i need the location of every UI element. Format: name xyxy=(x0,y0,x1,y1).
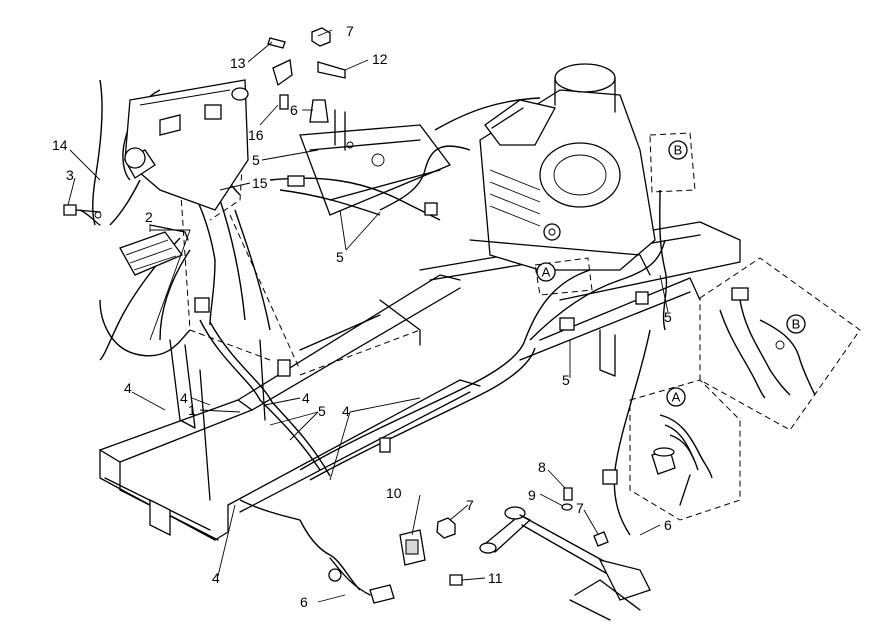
callout-15: 15 xyxy=(252,175,268,191)
engine-detail-markers xyxy=(534,132,696,296)
callout-5-top: 5 xyxy=(252,152,260,168)
callout-2: 2 xyxy=(145,209,153,225)
callout-4-mid: 4 xyxy=(302,390,310,406)
callout-10: 10 xyxy=(386,485,402,501)
detail-labels: A B B A xyxy=(536,140,806,407)
callout-4-bottom: 4 xyxy=(212,570,220,586)
callout-16: 16 xyxy=(248,127,264,143)
callout-3: 3 xyxy=(66,167,74,183)
relay-components xyxy=(328,517,463,604)
callout-5-mid: 5 xyxy=(318,403,326,419)
label-a-engine: A xyxy=(542,265,551,280)
seat-mount-bracket xyxy=(299,61,452,216)
callout-13: 13 xyxy=(230,55,246,71)
label-b-engine: B xyxy=(674,143,683,158)
callout-7-bottomright: 7 xyxy=(576,500,584,516)
leader-lines xyxy=(67,29,669,603)
label-b-detail: B xyxy=(792,317,801,332)
callout-8: 8 xyxy=(538,459,546,475)
label-a-circle-engine xyxy=(536,262,556,282)
engine xyxy=(469,63,656,276)
callout-5-seat: 5 xyxy=(336,249,344,265)
callout-11: 11 xyxy=(488,570,503,586)
label-b-circle-detail xyxy=(786,314,806,334)
callout-5-rightbottom: 5 xyxy=(562,372,570,388)
label-a-detail: A xyxy=(672,390,681,405)
label-b-circle-engine xyxy=(668,140,688,160)
detail-b-box xyxy=(699,257,861,431)
callout-4-midright: 4 xyxy=(342,403,350,419)
callout-12: 12 xyxy=(372,51,388,67)
callout-7-top: 7 xyxy=(346,23,354,39)
callout-5-right: 5 xyxy=(664,309,672,325)
callout-6-bottom: 6 xyxy=(300,594,308,610)
detail-a-box xyxy=(629,379,741,521)
callout-14: 14 xyxy=(52,137,68,153)
callout-1: 1 xyxy=(188,402,196,418)
callout-4-midleft: 4 xyxy=(180,390,188,406)
callout-4-left: 4 xyxy=(124,380,132,396)
label-a-circle-detail xyxy=(666,387,686,407)
callout-6-right: 6 xyxy=(664,517,672,533)
callout-7-mid: 7 xyxy=(466,497,474,513)
callout-9: 9 xyxy=(528,487,536,503)
front-components xyxy=(63,27,331,341)
pedal-assembly xyxy=(479,487,651,621)
callout-numbers: 13 7 12 6 16 5 15 5 14 3 2 4 4 1 4 5 4 4… xyxy=(52,23,672,610)
wire-harness xyxy=(92,79,668,591)
callout-6-top: 6 xyxy=(290,102,298,118)
